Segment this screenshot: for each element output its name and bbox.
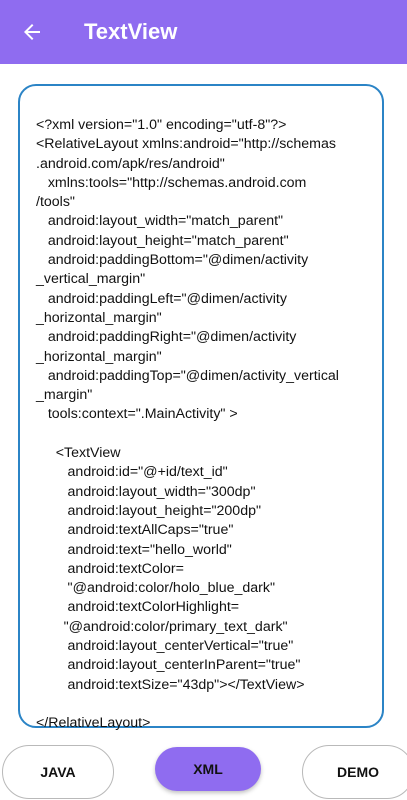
page-title: TextView bbox=[84, 19, 178, 44]
code-line: android:textColorHighlight= bbox=[36, 599, 240, 616]
demo-button[interactable]: DEMO bbox=[302, 745, 407, 799]
code-line: android:layout_height="match_parent" bbox=[36, 232, 289, 249]
code-line: <?xml version="1.0" encoding="utf-8"?> bbox=[36, 117, 287, 133]
code-line: <RelativeLayout xmlns:android="http://sc… bbox=[36, 136, 336, 153]
java-button-label: JAVA bbox=[40, 764, 76, 780]
code-line: android:layout_width="match_parent" bbox=[36, 213, 284, 230]
code-line: android:paddingLeft="@dimen/activity bbox=[36, 290, 287, 307]
code-line: _horizontal_margin" bbox=[36, 348, 162, 365]
xml-button-label: XML bbox=[193, 761, 223, 777]
code-line: </RelativeLayout> bbox=[36, 715, 151, 732]
code-line: _margin" bbox=[36, 387, 93, 404]
code-line: android:text="hello_world" bbox=[36, 541, 232, 558]
code-line: android:textSize="43dp"></TextView> bbox=[36, 676, 305, 693]
code-line: android:layout_width="300dp" bbox=[36, 483, 256, 500]
xml-button[interactable]: XML bbox=[155, 747, 261, 791]
code-line: android:paddingTop="@dimen/activity_vert… bbox=[36, 367, 339, 384]
code-line: android:id="@+id/text_id" bbox=[36, 464, 228, 481]
app-bar: TextView bbox=[0, 0, 407, 64]
xml-code-text: <?xml version="1.0" encoding="utf-8"?> <… bbox=[36, 116, 339, 734]
code-line: _vertical_margin" bbox=[36, 271, 146, 288]
code-line: .android.com/apk/res/android" bbox=[36, 155, 225, 172]
code-line: "@android:color/primary_text_dark" bbox=[36, 618, 288, 635]
code-line: android:paddingRight="@dimen/activity bbox=[36, 329, 297, 346]
code-line: android:paddingBottom="@dimen/activity bbox=[36, 252, 309, 269]
code-line: android:textColor= bbox=[36, 560, 184, 577]
code-line: xmlns:tools="http://schemas.android.com bbox=[36, 174, 307, 191]
code-line: <TextView bbox=[36, 445, 121, 462]
demo-button-label: DEMO bbox=[337, 764, 379, 780]
code-line: android:layout_centerVertical="true" bbox=[36, 638, 294, 655]
code-line: android:textAllCaps="true" bbox=[36, 522, 234, 539]
code-line: _horizontal_margin" bbox=[36, 309, 162, 326]
code-line: tools:context=".MainActivity" > bbox=[36, 406, 238, 423]
code-line: /tools" bbox=[36, 194, 75, 211]
code-line: "@android:color/holo_blue_dark" bbox=[36, 580, 275, 597]
code-line: android:layout_centerInParent="true" bbox=[36, 657, 301, 674]
code-line: android:layout_height="200dp" bbox=[36, 502, 262, 519]
back-button[interactable] bbox=[14, 14, 50, 50]
arrow-left-icon bbox=[24, 24, 40, 40]
code-card: <?xml version="1.0" encoding="utf-8"?> <… bbox=[18, 84, 384, 731]
java-button[interactable]: JAVA bbox=[2, 745, 114, 799]
